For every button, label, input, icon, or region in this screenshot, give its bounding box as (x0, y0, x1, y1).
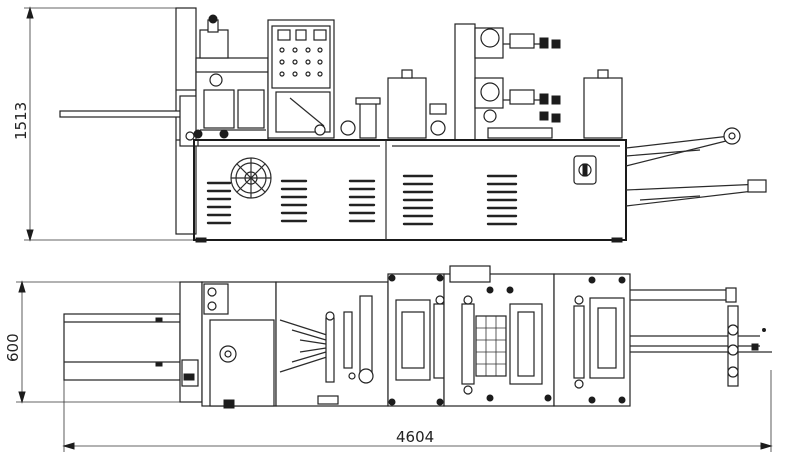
length-dimension-label: 4604 (396, 428, 434, 446)
front-elevation-view: 1513 (12, 6, 767, 243)
station-one (387, 273, 445, 407)
embossing-roller-tower (454, 23, 561, 141)
plan-view: 600 4604 (4, 265, 773, 452)
valve-fittings (340, 97, 447, 139)
station-three (553, 273, 631, 407)
height-dimension-label: 1513 (12, 102, 30, 140)
upper-folding-unit (193, 14, 269, 141)
output-conveyor (625, 127, 767, 207)
tank-right (583, 69, 623, 139)
vent-slots (206, 174, 518, 226)
tank-left (387, 69, 427, 139)
drive-block (201, 281, 277, 409)
folding-plates (275, 281, 389, 407)
output-conveyor-plan (630, 287, 772, 387)
station-two (443, 265, 555, 407)
width-dimension-label: 600 (4, 333, 22, 362)
length-dimension: 4604 (62, 370, 773, 452)
height-dimension: 1513 (12, 6, 195, 242)
main-cabinet (193, 139, 627, 243)
control-panel (267, 19, 335, 139)
infeed-tray (63, 281, 203, 403)
motor-plate (573, 155, 597, 185)
handwheel (230, 157, 272, 199)
left-feed-frame (59, 7, 199, 235)
width-dimension: 600 (4, 280, 200, 404)
